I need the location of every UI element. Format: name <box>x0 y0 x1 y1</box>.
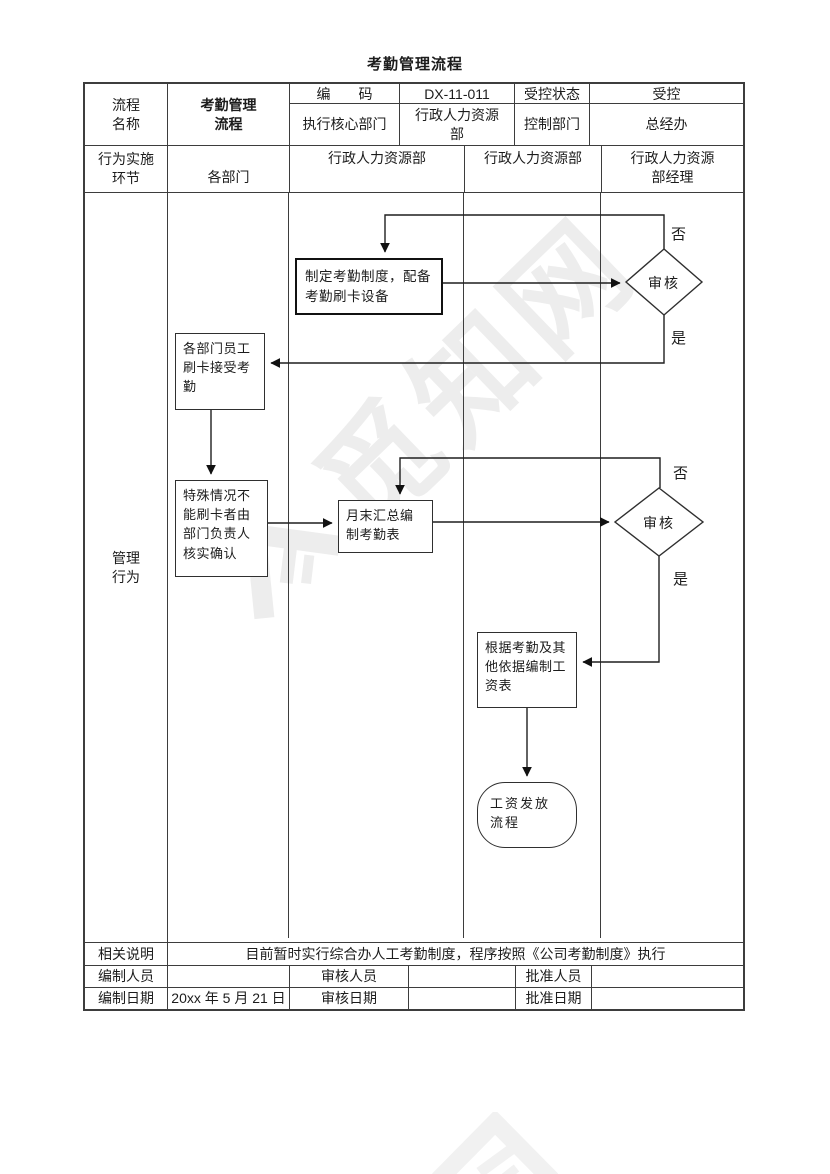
process-name-label: 流程 名称 <box>85 84 168 145</box>
prepared-date-value: 20xx 年 5 月 21 日 <box>168 988 290 1009</box>
core-dept-label: 执行核心部门 <box>290 104 400 145</box>
code-label: 编 码 <box>290 84 400 103</box>
core-dept-value: 行政人力资源 部 <box>400 104 515 145</box>
reviewed-by-label: 审核人员 <box>290 966 409 987</box>
flow-step-create-attendance-system: 制定考勤制度，配备考勤刷卡设备 <box>295 258 443 315</box>
approved-date-label: 批准日期 <box>516 988 592 1009</box>
control-dept-value: 总经办 <box>645 116 688 132</box>
remark-value: 目前暂时实行综合办人工考勤制度，程序按照《公司考勤制度》执行 <box>245 945 666 962</box>
branch-label-yes-2: 是 <box>673 571 689 588</box>
code-value: DX-11-011 <box>400 84 515 103</box>
control-status-label: 受控状态 <box>515 84 590 103</box>
flow-terminal-payroll-process: 工资发放流程 <box>477 782 577 848</box>
control-dept-label: 控制部门 <box>515 104 590 145</box>
flow-step-month-end-summary: 月末汇总编制考勤表 <box>338 500 433 553</box>
reviewed-date-label: 审核日期 <box>290 988 409 1009</box>
prepared-by-label: 编制人员 <box>85 966 168 987</box>
body-row-label: 管理 行为 <box>85 193 168 942</box>
header-row: 流程 名称 考勤管理 流程 编 码 DX-11-011 受控状态 受控 执行核心… <box>85 84 743 145</box>
flow-step-special-case-confirm: 特殊情况不能刷卡者由部门负责人核实确认 <box>175 480 268 577</box>
prepared-date-label: 编制日期 <box>85 988 168 1009</box>
approved-by-label: 批准人员 <box>516 966 592 987</box>
reviewed-by-value <box>409 966 516 987</box>
decision-review-2-label: 审核 <box>643 515 675 531</box>
control-status-value: 受控 <box>652 85 681 102</box>
lane-divider <box>288 192 289 938</box>
approved-by-value <box>592 966 743 987</box>
page-title: 考勤管理流程 <box>366 56 463 73</box>
branch-label-no-2: 否 <box>673 465 689 482</box>
date-row: 编制日期 20xx 年 5 月 21 日 审核日期 批准日期 <box>85 987 743 1009</box>
process-name-value: 考勤管理 流程 <box>168 84 290 145</box>
prepared-by-value <box>168 966 290 987</box>
lane-divider <box>600 192 601 938</box>
reviewed-date-value <box>409 988 516 1009</box>
lane-header-row: 行为实施 环节 各部门 行政人力资源部 行政人力资源部 行政人力资源 部经理 <box>85 145 743 192</box>
lane-header-label: 行为实施 环节 <box>85 146 168 192</box>
watermark-logo-icon <box>432 1109 559 1174</box>
lane-1-header: 各部门 <box>168 146 290 192</box>
decision-review-1-label: 审核 <box>648 275 680 291</box>
remark-row: 相关说明 目前暂时实行综合办人工考勤制度，程序按照《公司考勤制度》执行 <box>85 942 743 965</box>
flow-step-compile-payroll: 根据考勤及其他依据编制工资表 <box>477 632 577 708</box>
flow-step-employees-swipe-card: 各部门员工刷卡接受考勤 <box>175 333 265 410</box>
watermark-bottom <box>408 1109 583 1174</box>
lane-2-header: 行政人力资源部 <box>290 146 465 192</box>
people-row: 编制人员 审核人员 批准人员 <box>85 965 743 987</box>
flow-body-row: 管理 行为 <box>85 192 743 942</box>
process-table: 流程 名称 考勤管理 流程 编 码 DX-11-011 受控状态 受控 执行核心… <box>83 82 745 1011</box>
remark-label: 相关说明 <box>85 943 168 965</box>
approved-date-value <box>592 988 743 1009</box>
lane-divider <box>463 192 464 938</box>
lane-4-header: 行政人力资源 部经理 <box>630 150 715 185</box>
branch-label-no-1: 否 <box>671 226 687 243</box>
lane-3-header: 行政人力资源部 <box>465 146 602 192</box>
branch-label-yes-1: 是 <box>671 330 687 347</box>
